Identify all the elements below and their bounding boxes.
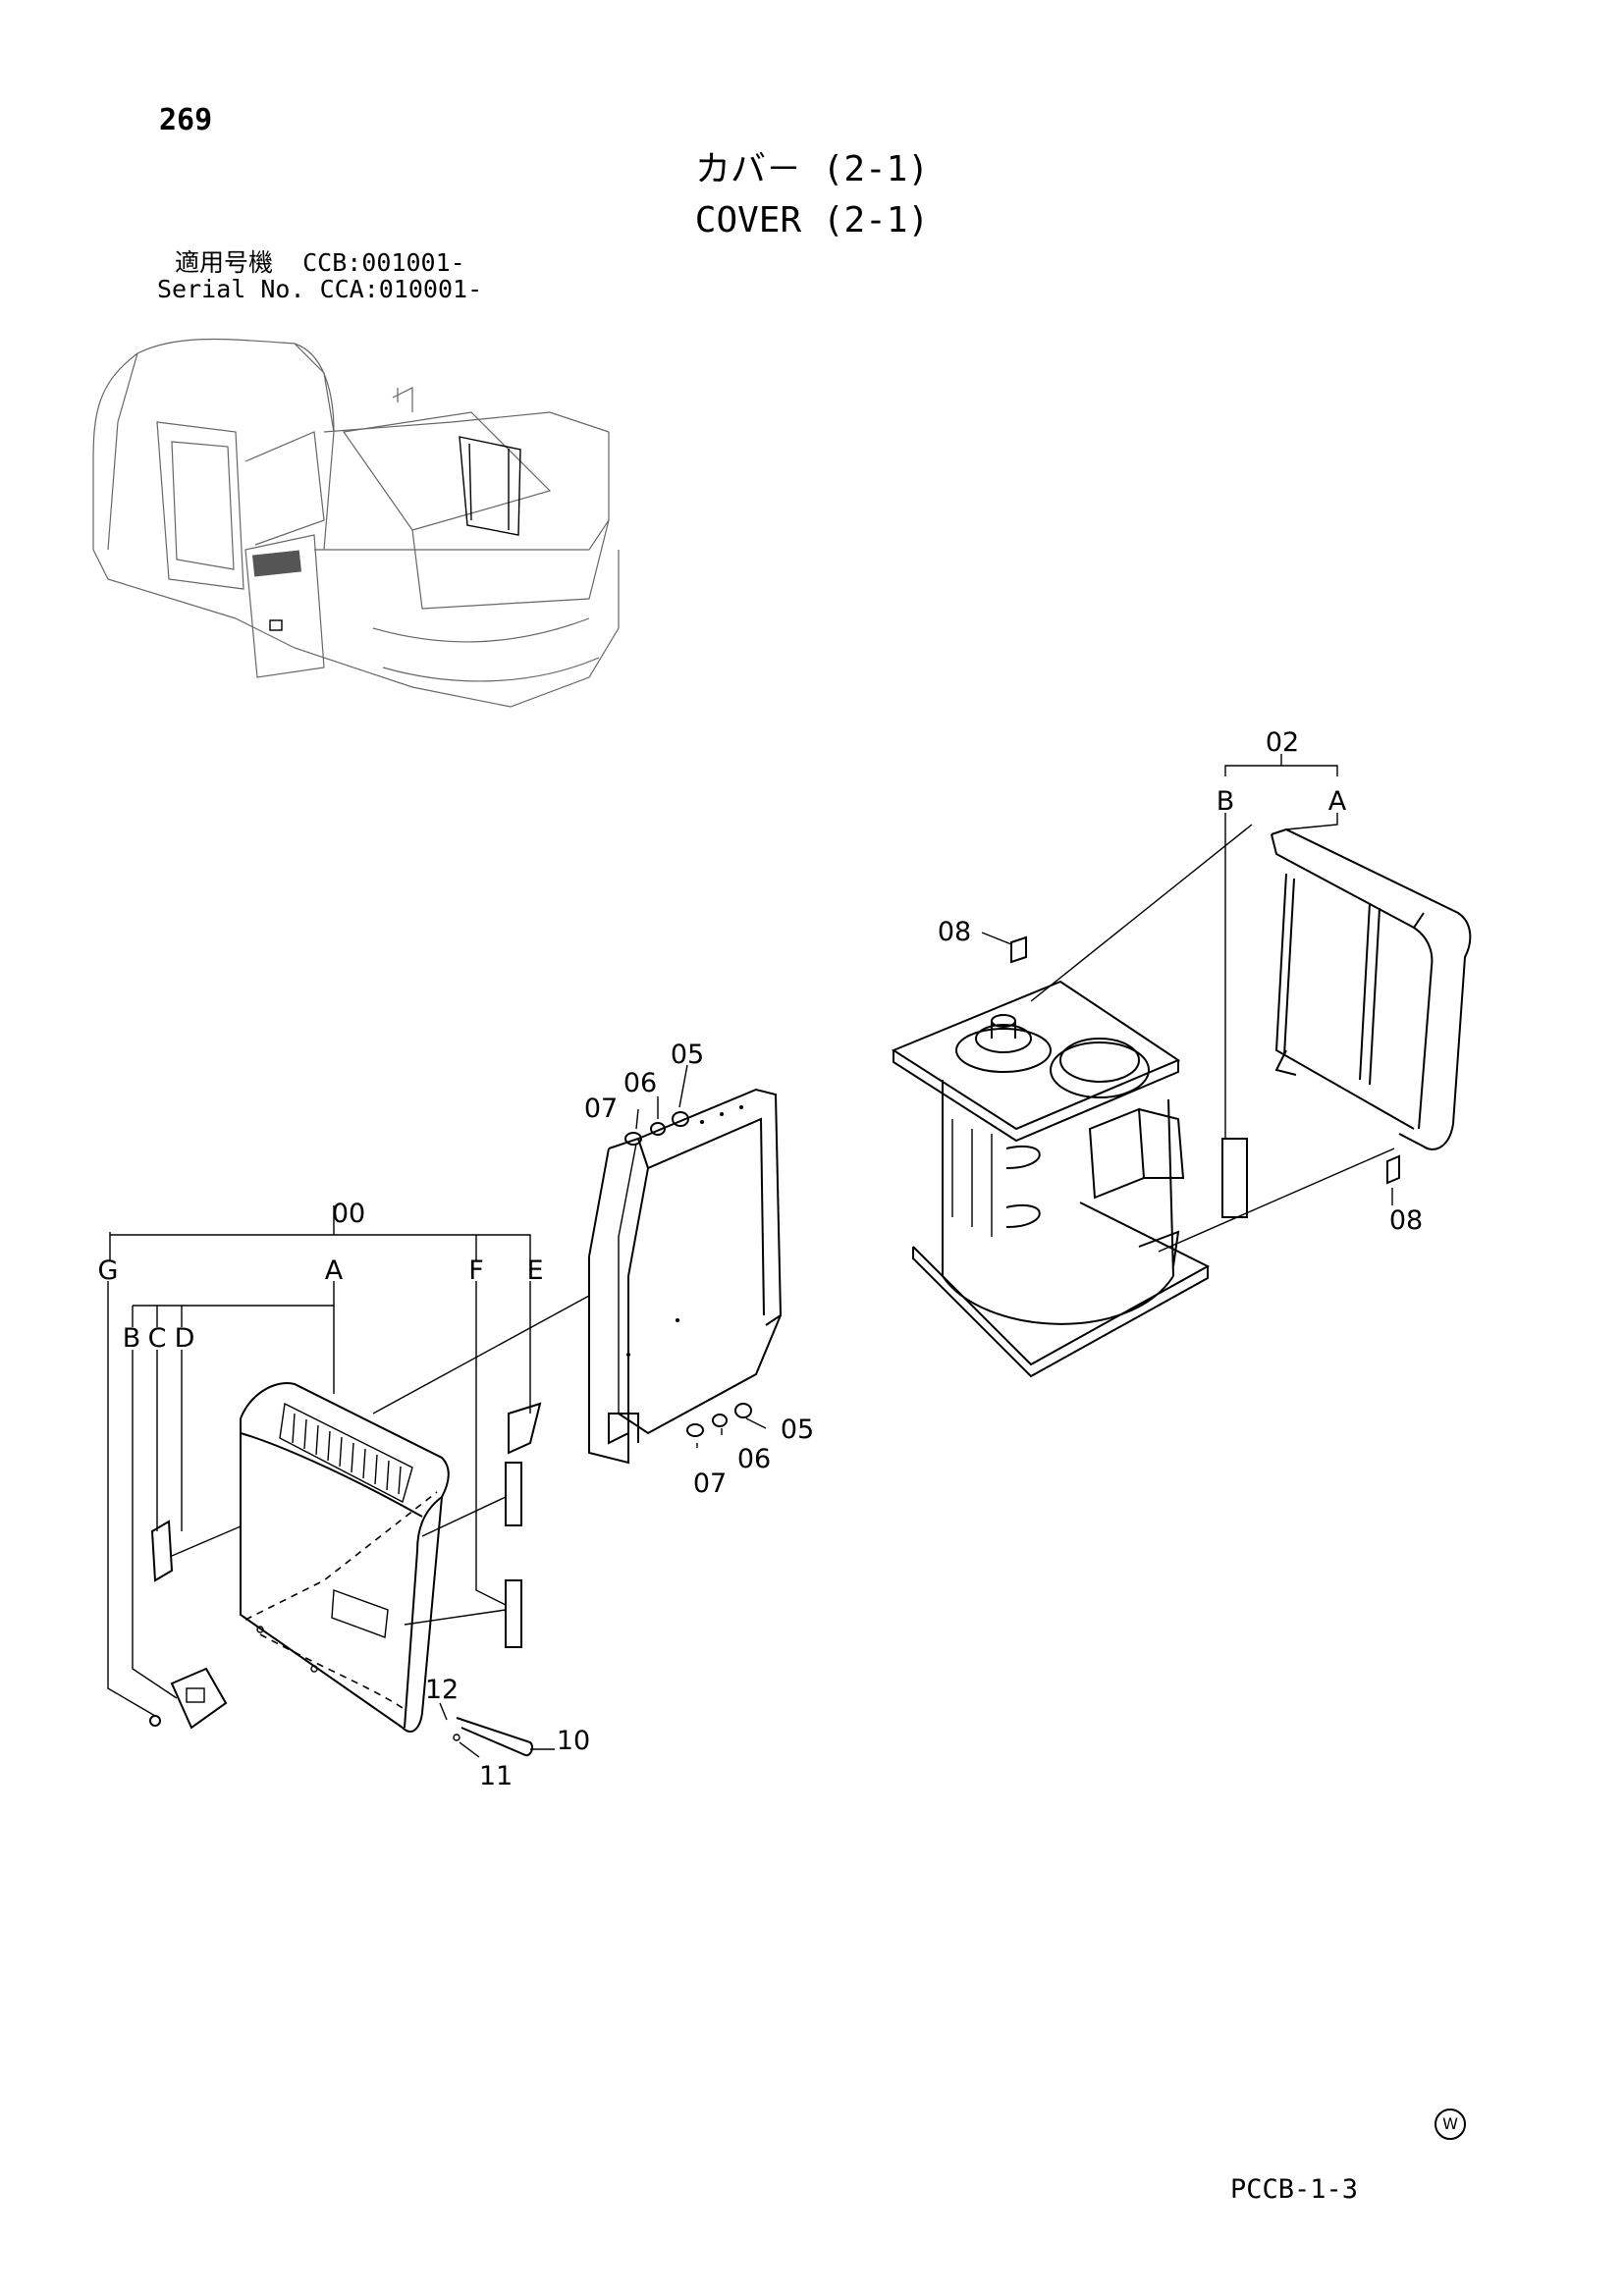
callout-07-lower: 07: [693, 1468, 727, 1499]
callout-10: 10: [557, 1726, 590, 1756]
footer-page-code: PCCB-1-3: [1230, 2174, 1359, 2205]
excavator-overview-illustration: [92, 338, 620, 708]
callout-06-lower: 06: [737, 1444, 771, 1474]
callout-00: 00: [332, 1199, 365, 1229]
callout-labels: 00 G A F E B C D 05 06 07 05 06 07 02 B …: [98, 727, 1424, 1791]
callout-05: 05: [671, 1040, 704, 1070]
part-02-cover-illustration: [1221, 828, 1472, 1218]
serial-applicability-japanese: 適用号機 CCB:001001-: [175, 248, 465, 277]
callout-02-b: B: [1217, 786, 1235, 817]
callout-02-a: A: [1328, 786, 1347, 817]
part-00-cover-panel-illustration: [149, 1382, 542, 1757]
callout-08: 08: [938, 917, 971, 947]
page-title-japanese: カバ－ (2-1): [694, 149, 930, 189]
callout-07: 07: [584, 1094, 618, 1124]
page-number: 269: [159, 103, 213, 137]
tank-assembly-illustration: [891, 980, 1211, 1378]
callout-00-g: G: [98, 1255, 119, 1286]
callout-06: 06: [623, 1068, 657, 1098]
leader-lines: [107, 754, 1395, 1758]
callout-00-b: B: [123, 1323, 141, 1354]
hardware-illustrations: [624, 935, 1400, 1437]
callout-02: 02: [1266, 727, 1299, 758]
w-circle-mark: W: [1435, 2109, 1466, 2140]
callout-00-c: C: [148, 1323, 167, 1354]
page-title: COVER (2-1): [694, 200, 930, 240]
callout-11: 11: [479, 1761, 513, 1791]
callout-08-lower: 08: [1389, 1205, 1423, 1236]
frame-bracket-illustration: [588, 1088, 783, 1465]
callout-00-f: F: [468, 1255, 484, 1286]
callout-05-lower: 05: [781, 1415, 814, 1445]
callout-12: 12: [425, 1675, 459, 1705]
serial-applicability: Serial No. CCA:010001-: [157, 275, 483, 303]
callout-00-a: A: [325, 1255, 344, 1286]
callout-00-e: E: [526, 1255, 543, 1286]
callout-00-d: D: [175, 1323, 195, 1354]
